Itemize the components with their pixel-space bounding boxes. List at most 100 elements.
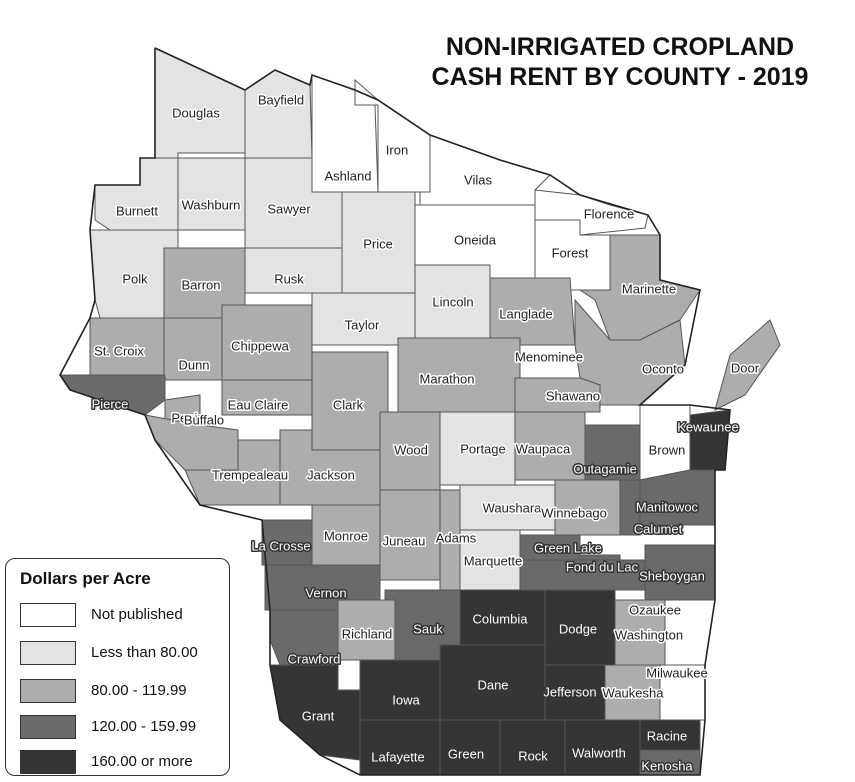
county-label-rock: Rock — [518, 748, 548, 763]
legend-label: 160.00 or more — [91, 753, 193, 770]
county-label-sheboygan: Sheboygan — [639, 568, 705, 583]
county-label-vilas: Vilas — [464, 172, 492, 187]
county-label-calumet: Calumet — [634, 521, 683, 536]
legend-swatch — [20, 750, 76, 774]
county-label-polk: Polk — [122, 271, 148, 286]
county-label-juneau: Juneau — [383, 533, 426, 548]
county-douglas — [154, 47, 246, 159]
county-label-barron: Barron — [181, 277, 220, 292]
county-vilas — [419, 134, 551, 206]
county-label-oconto: Oconto — [642, 361, 684, 376]
county-label-racine: Racine — [647, 728, 687, 743]
county-jackson — [279, 429, 381, 506]
county-shawano — [514, 377, 601, 413]
county-label-manitowoc: Manitowoc — [636, 499, 699, 514]
county-label-taylor: Taylor — [345, 317, 380, 332]
county-label-outagamie: Outagamie — [573, 461, 637, 476]
county-label-jefferson: Jefferson — [543, 684, 596, 699]
county-label-wood: Wood — [394, 442, 428, 457]
county-label-oneida: Oneida — [454, 232, 497, 247]
county-label-rusk: Rusk — [274, 271, 304, 286]
county-label-price: Price — [363, 236, 393, 251]
legend-swatch — [20, 641, 76, 665]
legend-item-less-than-80: Less than 80.00 — [20, 641, 225, 667]
county-label-kewaunee: Kewaunee — [677, 419, 738, 434]
county-labels: DouglasBayfieldAshlandIronVilasFlorenceB… — [90, 91, 761, 775]
county-label-sauk: Sauk — [413, 621, 443, 636]
county-label-forest: Forest — [552, 245, 589, 260]
county-burnett — [94, 157, 179, 231]
county-label-ashland: Ashland — [325, 168, 372, 183]
county-label-shawano: Shawano — [546, 388, 600, 403]
county-label-washington: Washington — [615, 627, 683, 642]
county-label-grant: Grant — [302, 708, 335, 723]
legend-item-not-published: Not published — [20, 603, 225, 629]
county-label-kenosha: Kenosha — [641, 758, 693, 773]
legend-item-80-to-120: 80.00 - 119.99 — [20, 679, 225, 705]
county-iowa — [359, 659, 441, 721]
legend-swatch — [20, 679, 76, 703]
county-label-marinette: Marinette — [622, 281, 676, 296]
legend-item-120-to-160: 120.00 - 159.99 — [20, 715, 225, 741]
county-label-milwaukee: Milwaukee — [646, 665, 707, 680]
county-label-waushara: Waushara — [483, 500, 543, 515]
county-lafayette — [359, 719, 441, 776]
county-label-florence: Florence — [584, 206, 635, 221]
county-label-pepin: Pepin — [171, 410, 204, 425]
county-label-crawford: Crawford — [288, 651, 341, 666]
county-label-green-lake: Green Lake — [534, 540, 602, 555]
legend-label: Less than 80.00 — [91, 644, 198, 661]
county-label-la-crosse: La Crosse — [251, 538, 310, 553]
county-label-eau-claire: Eau Claire — [228, 397, 289, 412]
county-label-trempealeau: Trempealeau — [212, 467, 288, 482]
county-label-lincoln: Lincoln — [432, 294, 473, 309]
county-label-vernon: Vernon — [305, 585, 346, 600]
county-label-clark: Clark — [333, 397, 364, 412]
county-label-langlade: Langlade — [499, 306, 553, 321]
legend-label: 120.00 - 159.99 — [91, 718, 197, 735]
county-calumet — [619, 479, 641, 536]
county-label-sawyer: Sawyer — [267, 201, 311, 216]
state-outline — [59, 47, 731, 776]
legend-label: Not published — [91, 606, 183, 623]
county-label-lafayette: Lafayette — [371, 749, 425, 764]
county-label-bayfield: Bayfield — [258, 92, 304, 107]
county-label-brown: Brown — [649, 442, 686, 457]
county-label-waukesha: Waukesha — [603, 685, 665, 700]
county-label-ozaukee: Ozaukee — [629, 602, 681, 617]
map-outline — [59, 47, 731, 776]
county-washburn — [177, 157, 246, 231]
county-label-waupaca: Waupaca — [516, 441, 571, 456]
county-washington — [614, 639, 666, 666]
legend-swatch — [20, 715, 76, 739]
county-label-marquette: Marquette — [464, 553, 523, 568]
legend-label: 80.00 - 119.99 — [91, 682, 187, 699]
county-label-chippewa: Chippewa — [231, 338, 290, 353]
legend-item-160-or-more: 160.00 or more — [20, 750, 225, 776]
county-door — [714, 319, 781, 411]
county-label-fond-du-lac: Fond du Lac — [566, 559, 639, 574]
county-label-jackson: Jackson — [307, 467, 355, 482]
county-label-iron: Iron — [386, 142, 408, 157]
county-label-buffalo: Buffalo — [184, 412, 224, 427]
county-label-burnett: Burnett — [116, 203, 158, 218]
county-manitowoc — [639, 469, 716, 526]
county-label-st-croix: St. Croix — [94, 343, 144, 358]
county-label-washburn: Washburn — [182, 197, 241, 212]
county-label-dane: Dane — [477, 677, 508, 692]
county-label-door: Door — [731, 360, 760, 375]
county-label-marathon: Marathon — [420, 371, 475, 386]
county-label-portage: Portage — [460, 441, 506, 456]
county-label-iowa: Iowa — [392, 692, 420, 707]
county-label-pierce: Pierce — [92, 396, 129, 411]
map-title: NON-IRRIGATED CROPLAND CASH RENT BY COUN… — [395, 32, 845, 92]
map-legend: Dollars per Acre Not published Less than… — [5, 558, 230, 776]
county-label-richland: Richland — [342, 626, 393, 641]
county-label-green: Green — [448, 746, 484, 761]
county-label-adams: Adams — [436, 530, 477, 545]
map-title-line-2: CASH RENT BY COUNTY - 2019 — [431, 63, 809, 91]
county-label-monroe: Monroe — [324, 528, 368, 543]
county-label-dunn: Dunn — [178, 357, 209, 372]
county-label-menominee: Menominee — [515, 349, 583, 364]
